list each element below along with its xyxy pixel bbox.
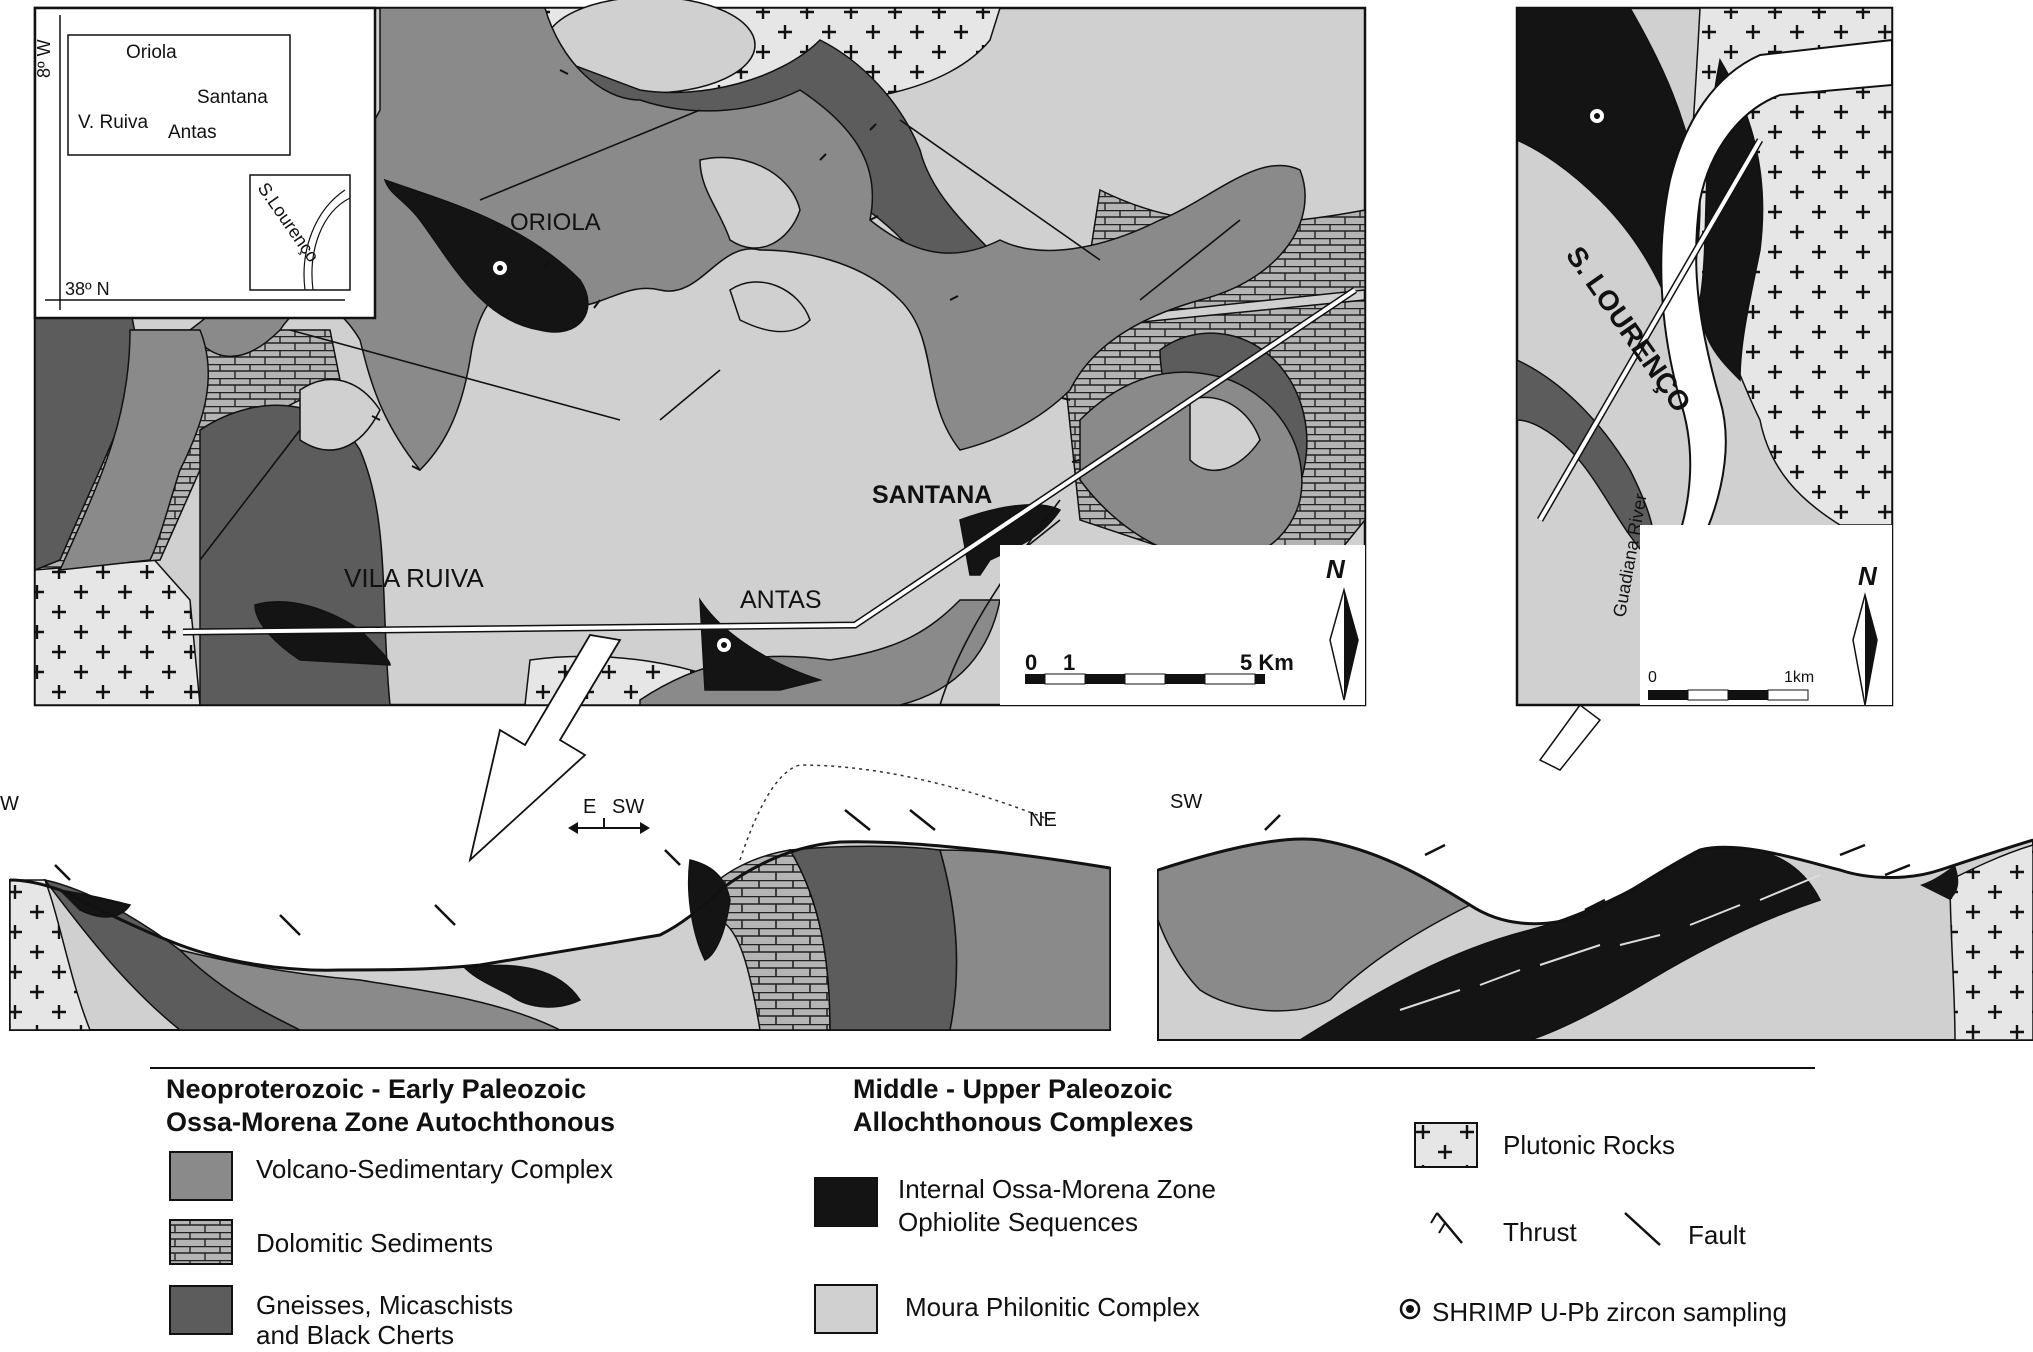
xs-thrust-arrows bbox=[54, 809, 936, 936]
cross-section-right: SW bbox=[1157, 791, 2033, 1041]
inset-longitude-label: 8º W bbox=[34, 39, 54, 78]
legend-ophiolite-label-1: Internal Ossa-Morena Zone bbox=[898, 1174, 1216, 1204]
legend-fault-label: Fault bbox=[1688, 1220, 1746, 1250]
ew-direction-icon bbox=[568, 818, 650, 834]
north-label: N bbox=[1326, 554, 1346, 584]
legend-swatch-plutonic bbox=[1414, 1122, 1478, 1168]
legend-thrust-icon bbox=[1430, 1212, 1463, 1244]
scale-label-5km: 5 Km bbox=[1240, 650, 1294, 675]
legend-swatch-moura bbox=[814, 1284, 878, 1334]
legend-swatch-volcano bbox=[169, 1151, 233, 1201]
north-label-right: N bbox=[1858, 561, 1878, 591]
xs-label-e: E bbox=[583, 796, 596, 818]
s-lourenco-map: S. LOURENÇO Guadiana River N 0 1km bbox=[1515, 6, 1894, 771]
scale-label-1: 1 bbox=[1063, 650, 1075, 675]
inset-latitude-label: 38º N bbox=[65, 279, 110, 299]
fault-lines bbox=[199, 109, 1241, 706]
inset-place-v-ruiva: V. Ruiva bbox=[78, 112, 148, 133]
inset-place-santana: Santana bbox=[197, 87, 268, 108]
thrust-ticks bbox=[371, 69, 1081, 471]
legend-group-autochthonous-line2: Ossa-Morena Zone Autochthonous bbox=[166, 1107, 616, 1137]
north-arrow-icon bbox=[1329, 587, 1359, 701]
xs-label-sw-right: SW bbox=[1170, 791, 1202, 813]
xs-label-sw: SW bbox=[612, 796, 644, 818]
xs-label-w: W bbox=[0, 793, 19, 815]
shrimp-sample-antas bbox=[717, 638, 731, 652]
xs-volcano-right bbox=[939, 849, 1111, 1031]
legend-swatches bbox=[169, 1122, 1661, 1335]
legend-shrimp-icon bbox=[1399, 1298, 1421, 1320]
scale-right-label-0: 0 bbox=[1648, 669, 1657, 686]
legend-dolomitic-label: Dolomitic Sediments bbox=[256, 1228, 493, 1258]
scale-bar-right bbox=[1648, 689, 1809, 701]
volcano-unit-west bbox=[58, 329, 210, 571]
label-oriola: ORIOLA bbox=[510, 209, 601, 236]
legend-plutonic-label: Plutonic Rocks bbox=[1503, 1130, 1675, 1160]
legend-moura-label: Moura Philonitic Complex bbox=[905, 1292, 1200, 1322]
inset-place-antas: Antas bbox=[168, 122, 217, 143]
shrimp-sample-oriola bbox=[493, 261, 507, 275]
label-antas: ANTAS bbox=[740, 586, 822, 614]
main-geological-map: ORIOLA SANTANA VILA RUIVA ANTAS N 0 1 5 … bbox=[33, 0, 1367, 707]
legend-gneisses-label-1: Gneisses, Micaschists bbox=[256, 1290, 514, 1320]
shrimp-sample-s-lourenco bbox=[1590, 109, 1604, 123]
legend-thrust-label: Thrust bbox=[1503, 1217, 1577, 1247]
scale-label-0: 0 bbox=[1025, 650, 1037, 675]
xs-plutonic-right-section bbox=[1949, 844, 2033, 1041]
north-arrow-right-icon bbox=[1852, 592, 1878, 706]
legend-shrimp-label: SHRIMP U-Pb zircon sampling bbox=[1432, 1297, 1787, 1327]
xs-ophiolite-nw bbox=[57, 888, 132, 918]
xs-label-ne: NE bbox=[1029, 809, 1057, 831]
legend-group-autochthonous-line1: Neoproterozoic - Early Paleozoic bbox=[166, 1074, 587, 1104]
ophiolite-oriola bbox=[383, 178, 589, 333]
scale-right-label-1km: 1km bbox=[1784, 669, 1814, 686]
legend-gneisses-label-2: and Black Cherts bbox=[256, 1320, 454, 1350]
xs-volcano-left bbox=[177, 948, 561, 1031]
ophiolite-santana bbox=[959, 504, 1062, 576]
legend-group-allochthonous-line1: Middle - Upper Paleozoic bbox=[853, 1074, 1173, 1104]
legend-volcano-label: Volcano-Sedimentary Complex bbox=[256, 1154, 613, 1184]
location-inset: 8º W 38º N Oriola Santana V. Ruiva Antas… bbox=[33, 6, 377, 320]
legend-group-allochthonous-line2: Allochthonous Complexes bbox=[853, 1107, 1194, 1137]
section-pointer-arrow bbox=[468, 634, 622, 863]
label-santana: SANTANA bbox=[872, 481, 992, 509]
cross-section-left: W NE E SW bbox=[0, 764, 1111, 1031]
scale-bar bbox=[1025, 673, 1265, 685]
legend-swatch-gneisses bbox=[169, 1285, 233, 1335]
legend-fault-icon bbox=[1624, 1212, 1661, 1246]
xs-ophiolite-center bbox=[687, 859, 731, 962]
legend-ophiolite-label-2: Ophiolite Sequences bbox=[898, 1207, 1138, 1237]
xs-ophiolite-left bbox=[463, 964, 582, 1008]
inset-place-oriola: Oriola bbox=[126, 42, 177, 63]
label-vila-ruiva: VILA RUIVA bbox=[344, 563, 484, 593]
legend-swatch-ophiolite bbox=[814, 1177, 878, 1227]
legend-swatch-dolomitic bbox=[169, 1219, 233, 1265]
xs-right-thrust-arrows bbox=[1264, 814, 1911, 912]
xs-plutonic-left bbox=[9, 879, 92, 1031]
